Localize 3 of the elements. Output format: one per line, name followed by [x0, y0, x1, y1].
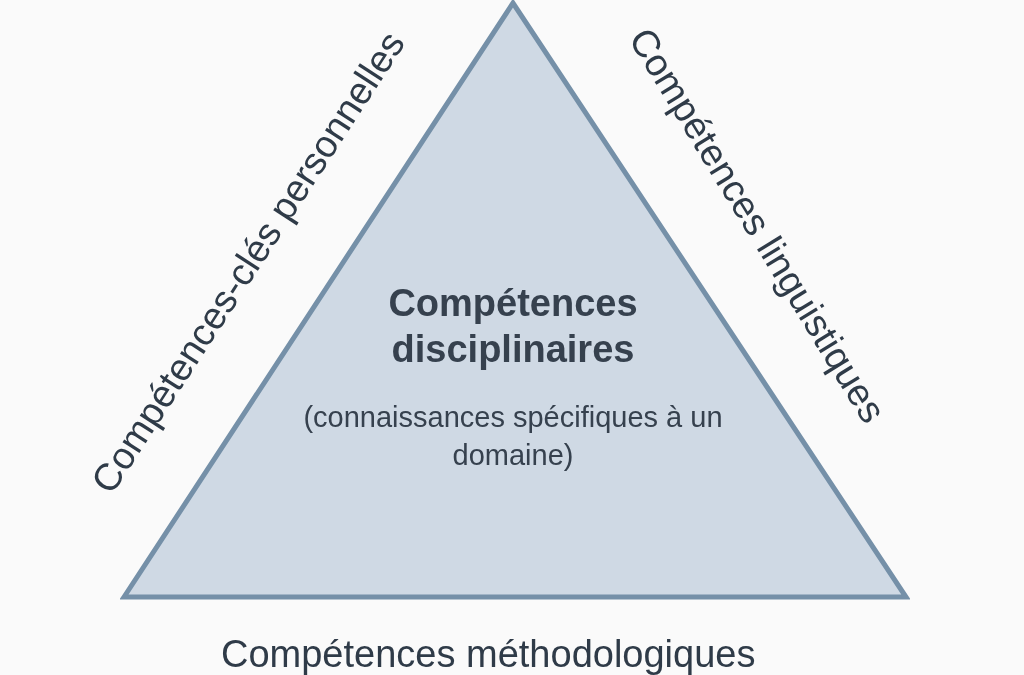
triangle-heading: Compétences disciplinaires [387, 281, 639, 372]
triangle-description: (connaissances spécifiques à un domaine) [302, 400, 724, 473]
base-label: Compétences méthodologiques [221, 632, 756, 675]
